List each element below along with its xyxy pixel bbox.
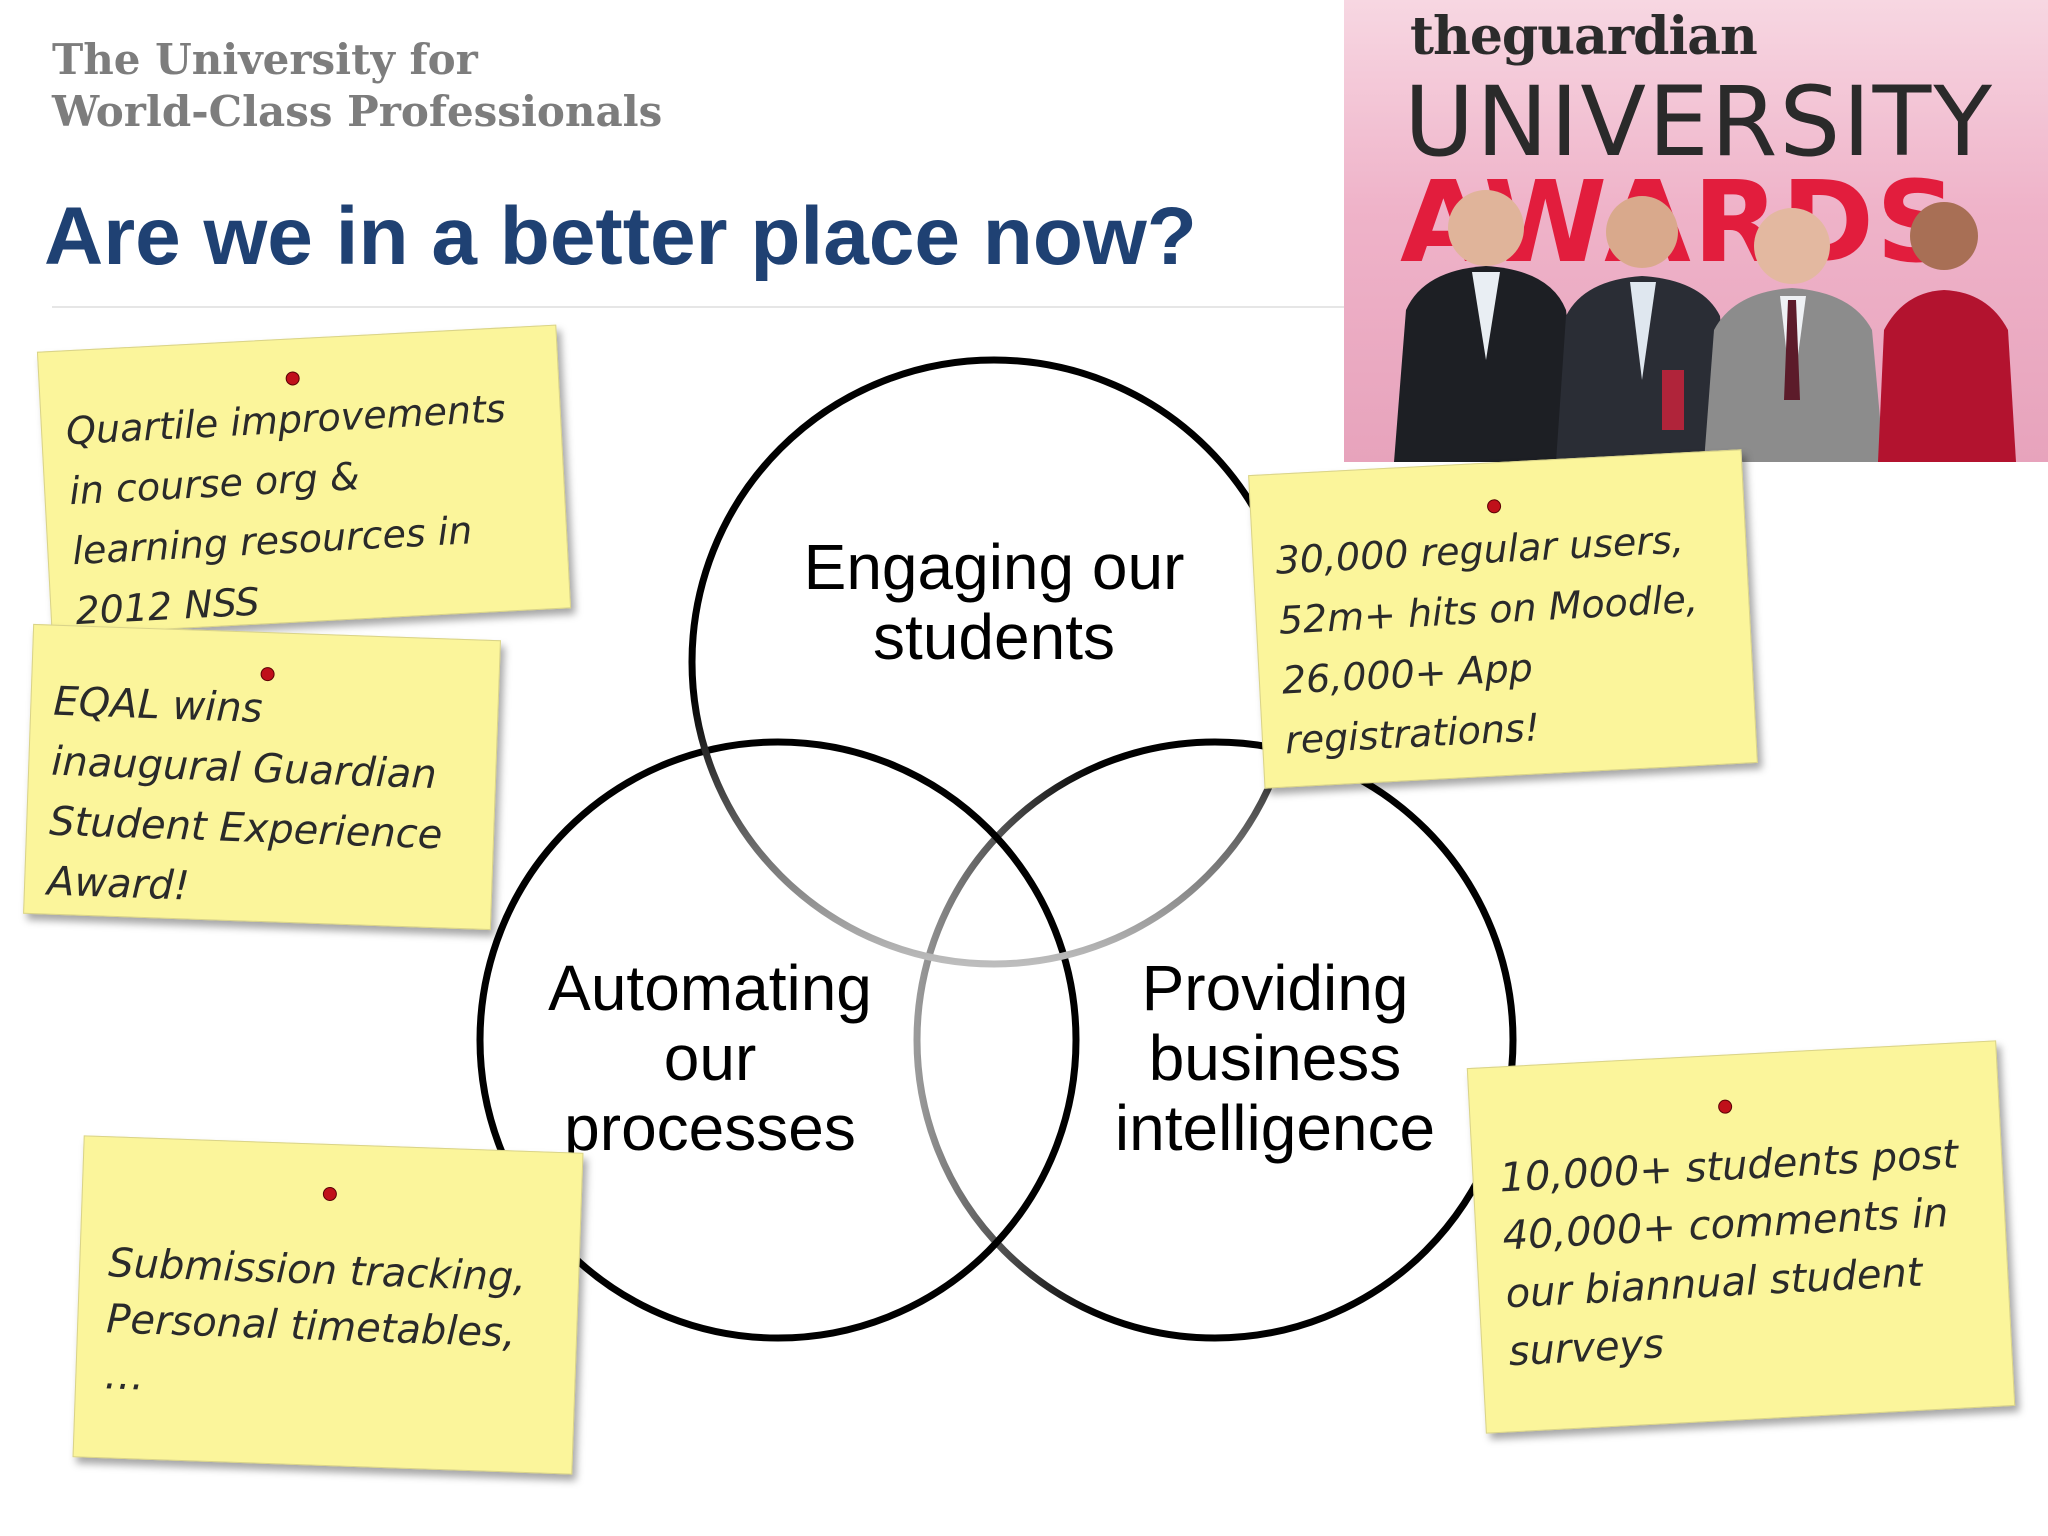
pushpin-icon bbox=[1486, 498, 1502, 514]
venn-label-left: Automating our processes bbox=[548, 952, 872, 1164]
award-winners-figures bbox=[1394, 190, 2016, 462]
note-quartile-text: Quartile improvements in course org & le… bbox=[64, 386, 507, 634]
title-divider bbox=[52, 306, 1352, 308]
pushpin-icon bbox=[285, 371, 301, 386]
note-eqal-text: EQAL wins inaugural Guardian Student Exp… bbox=[46, 678, 444, 910]
sticky-note-tracking: Submission tracking, Personal timetables… bbox=[72, 1135, 584, 1475]
sticky-note-eqal: EQAL wins inaugural Guardian Student Exp… bbox=[23, 623, 501, 931]
award-photo: theguardian UNIVERSITY AWARDS bbox=[1344, 0, 2048, 462]
slide-title: Are we in a better place now? bbox=[44, 191, 1197, 282]
sticky-note-quartile: Quartile improvements in course org & le… bbox=[36, 324, 572, 636]
note-surveys-text: 10,000+ students post 40,000+ comments i… bbox=[1498, 1131, 1960, 1376]
guardian-logo: theguardian bbox=[1410, 6, 1758, 67]
venn-circle-right bbox=[913, 738, 1517, 1342]
venn-label-right: Providing business intelligence bbox=[1114, 952, 1436, 1164]
note-tracking-text: Submission tracking, Personal timetables… bbox=[103, 1240, 527, 1400]
university-tagline: The University for World-Class Professio… bbox=[52, 34, 662, 138]
pushpin-icon bbox=[322, 1186, 338, 1202]
venn-label-top: Engaging our students bbox=[803, 531, 1185, 673]
note-users-text: 30,000 regular users, 52m+ hits on Moodl… bbox=[1274, 517, 1699, 763]
award-title-university: UNIVERSITY bbox=[1404, 66, 1994, 178]
tagline-line-1: The University for bbox=[52, 35, 478, 84]
sticky-note-surveys: 10,000+ students post 40,000+ comments i… bbox=[1466, 1040, 2016, 1434]
tagline-line-2: World-Class Professionals bbox=[52, 87, 663, 136]
pushpin-icon bbox=[1717, 1099, 1733, 1115]
sticky-note-users: 30,000 regular users, 52m+ hits on Moodl… bbox=[1248, 449, 1758, 789]
venn-circle-left bbox=[476, 738, 1080, 1342]
